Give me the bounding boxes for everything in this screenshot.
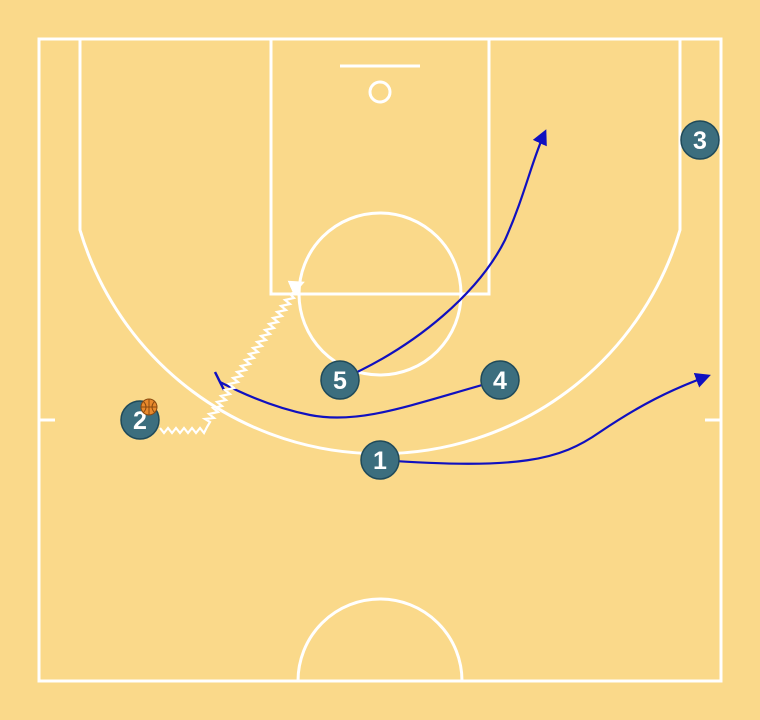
paint-area	[269, 37, 491, 296]
player-1-label: 1	[373, 447, 387, 475]
player-5[interactable]: 5	[320, 360, 360, 400]
player-2-dribble-path	[159, 280, 305, 436]
player-4[interactable]: 4	[480, 360, 520, 400]
center-circle	[296, 597, 464, 682]
player-4-screen-path	[219, 378, 501, 419]
players: 1 2 3 4 5	[120, 120, 720, 480]
player-3-label: 3	[693, 127, 707, 155]
player-5-cut-path	[339, 129, 547, 382]
player-5-label: 5	[333, 367, 347, 395]
player-3[interactable]: 3	[680, 120, 720, 160]
player-1-cut-path	[379, 373, 711, 465]
player-1[interactable]: 1	[360, 440, 400, 480]
basketball-icon	[140, 398, 158, 416]
movement-paths	[159, 129, 711, 465]
player-4-label: 4	[493, 367, 507, 395]
basket-rim	[368, 80, 392, 104]
screen-icon	[213, 371, 226, 391]
player-2-label: 2	[133, 407, 147, 435]
